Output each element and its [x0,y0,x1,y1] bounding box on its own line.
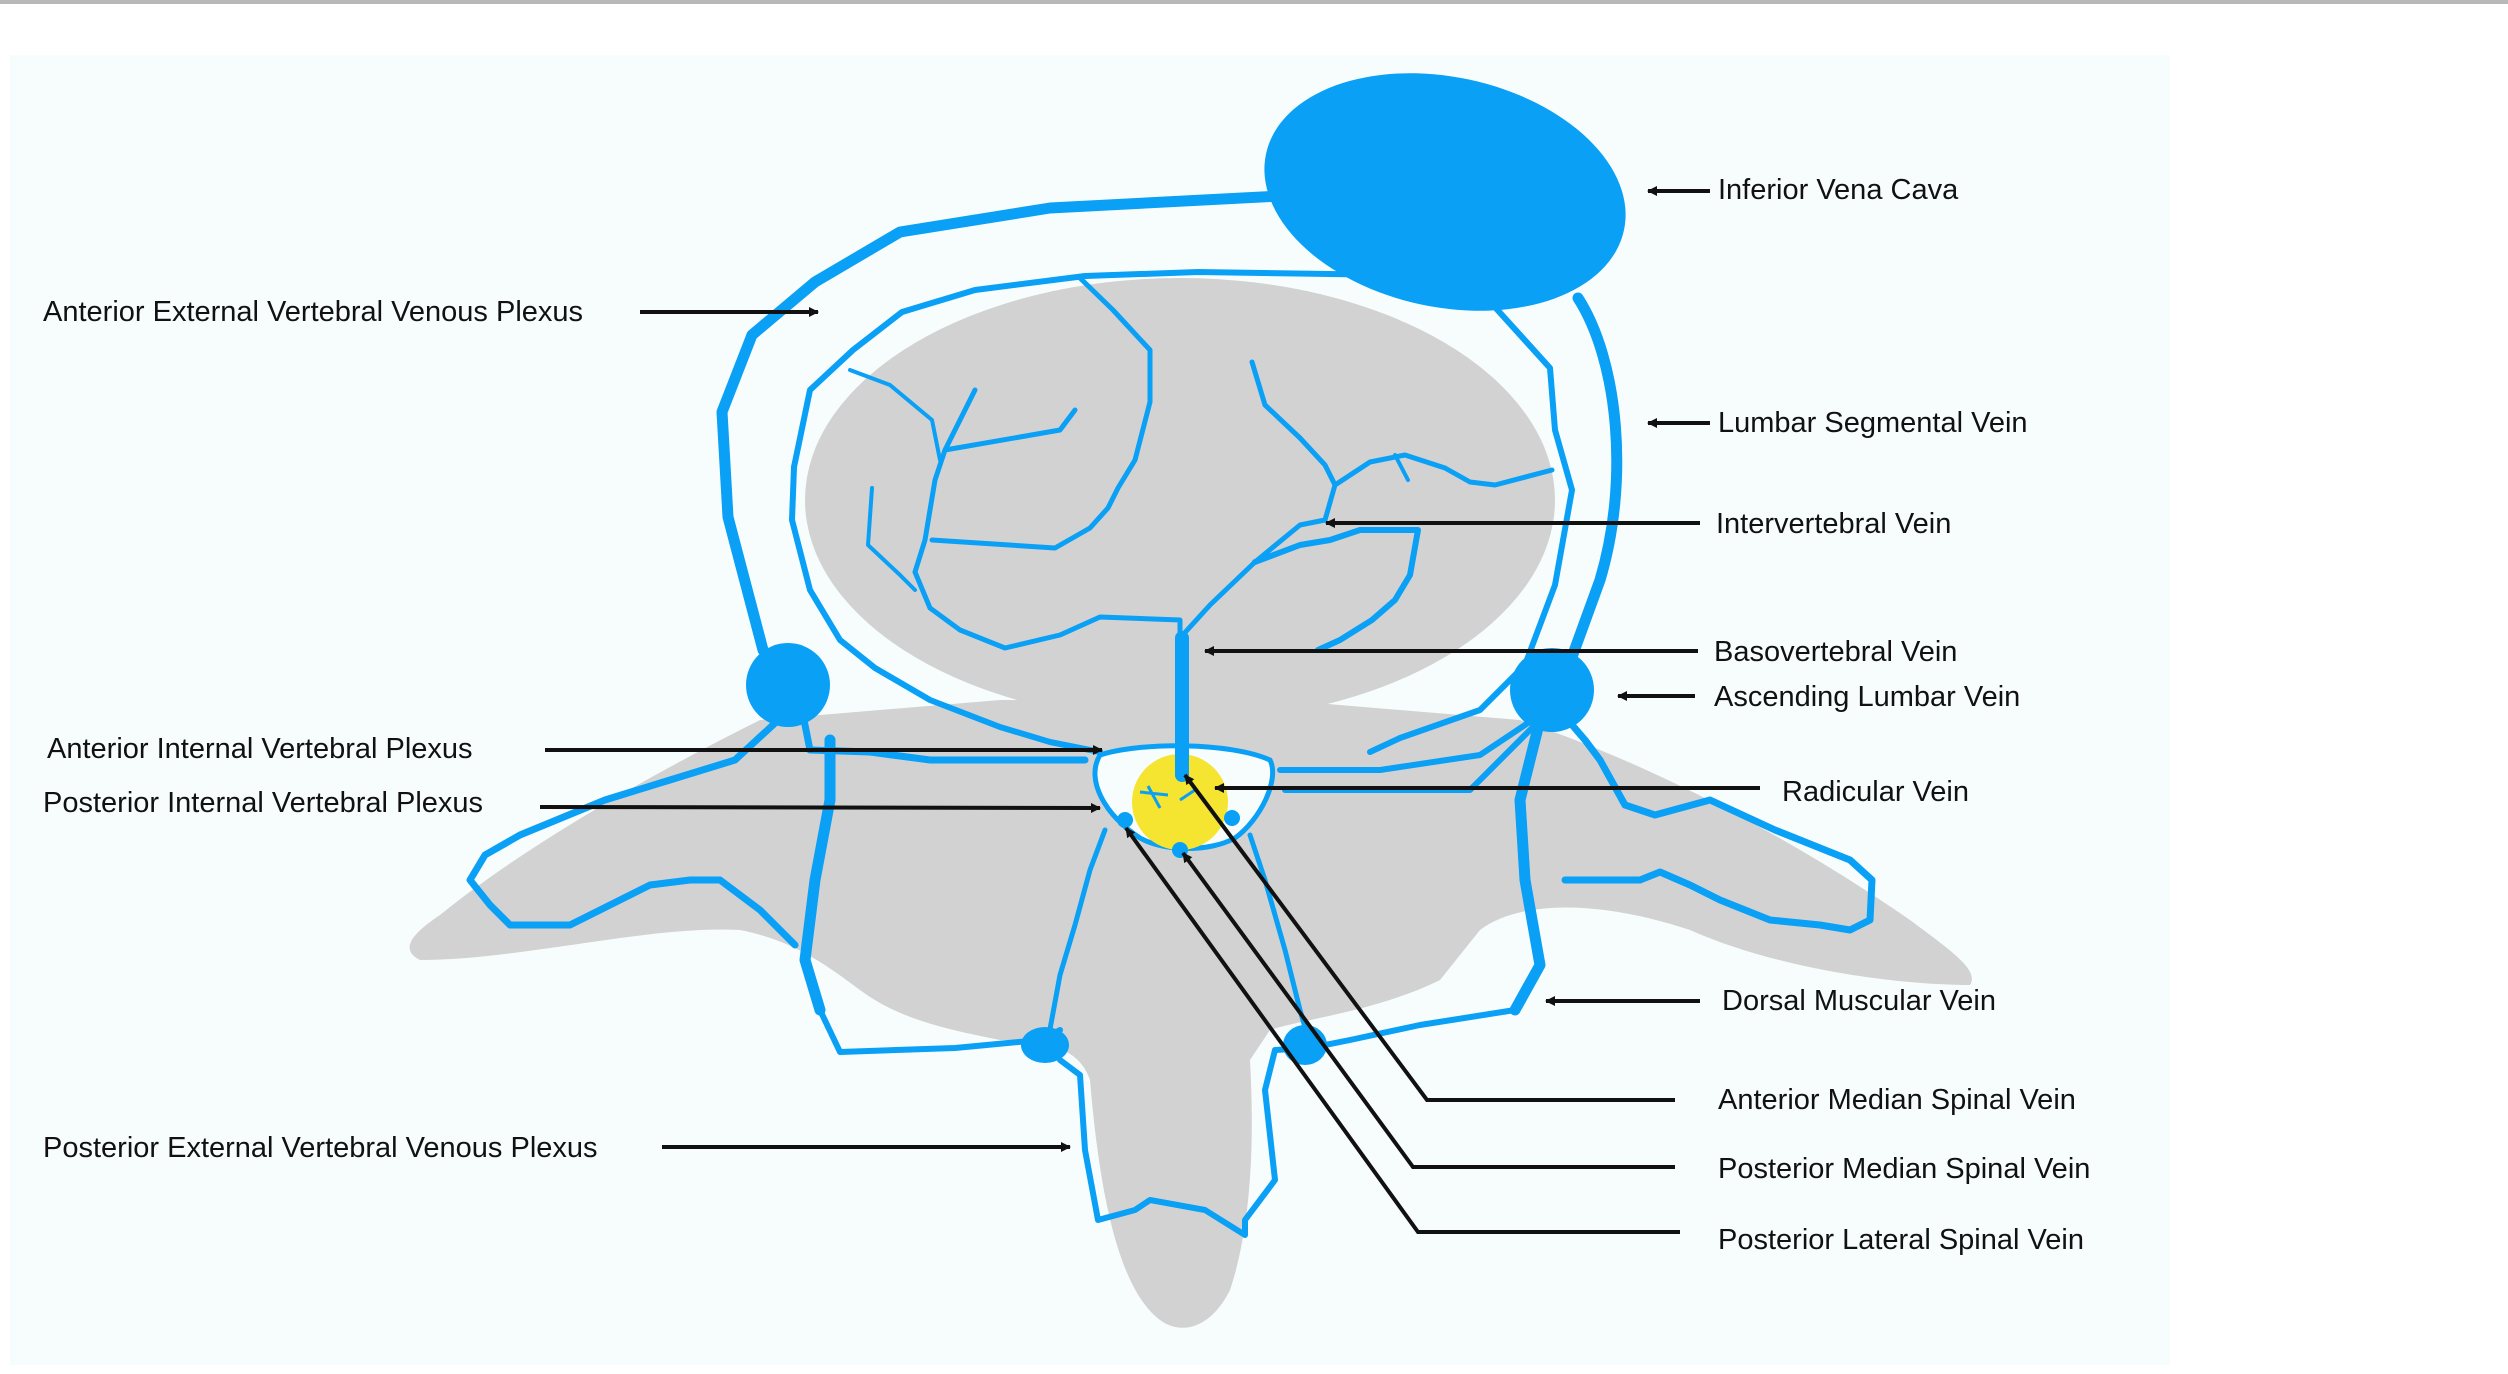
posterior-lateral-right-node [1224,810,1240,826]
label-anterior-median-spinal-vein: Anterior Median Spinal Vein [1718,1083,2076,1117]
label-inferior-vena-cava: Inferior Vena Cava [1718,173,1958,207]
label-anterior-external-plexus: Anterior External Vertebral Venous Plexu… [43,295,583,329]
right-lumbar-node [1510,648,1594,732]
label-dorsal-muscular-vein: Dorsal Muscular Vein [1722,984,1996,1018]
posterior-left-node [1021,1027,1069,1063]
label-posterior-internal-plexus: Posterior Internal Vertebral Plexus [43,786,483,820]
label-anterior-internal-plexus: Anterior Internal Vertebral Plexus [47,732,473,766]
label-posterior-median-spinal-vein: Posterior Median Spinal Vein [1718,1152,2090,1186]
left-lumbar-node [746,643,830,727]
label-posterior-external-plexus: Posterior External Vertebral Venous Plex… [43,1131,598,1165]
label-basovertebral-vein: Basovertebral Vein [1714,635,1957,669]
label-ascending-lumbar-vein: Ascending Lumbar Vein [1714,680,2020,714]
label-posterior-lateral-spinal-vein: Posterior Lateral Spinal Vein [1718,1223,2084,1257]
arrow-posterior-internal-plexus [540,807,1100,808]
posterior-lateral-left-node [1117,812,1133,828]
posterior-right-node [1283,1025,1327,1065]
label-radicular-vein: Radicular Vein [1782,775,1969,809]
label-intervertebral-vein: Intervertebral Vein [1716,507,1951,541]
label-lumbar-segmental-vein: Lumbar Segmental Vein [1718,406,2028,440]
